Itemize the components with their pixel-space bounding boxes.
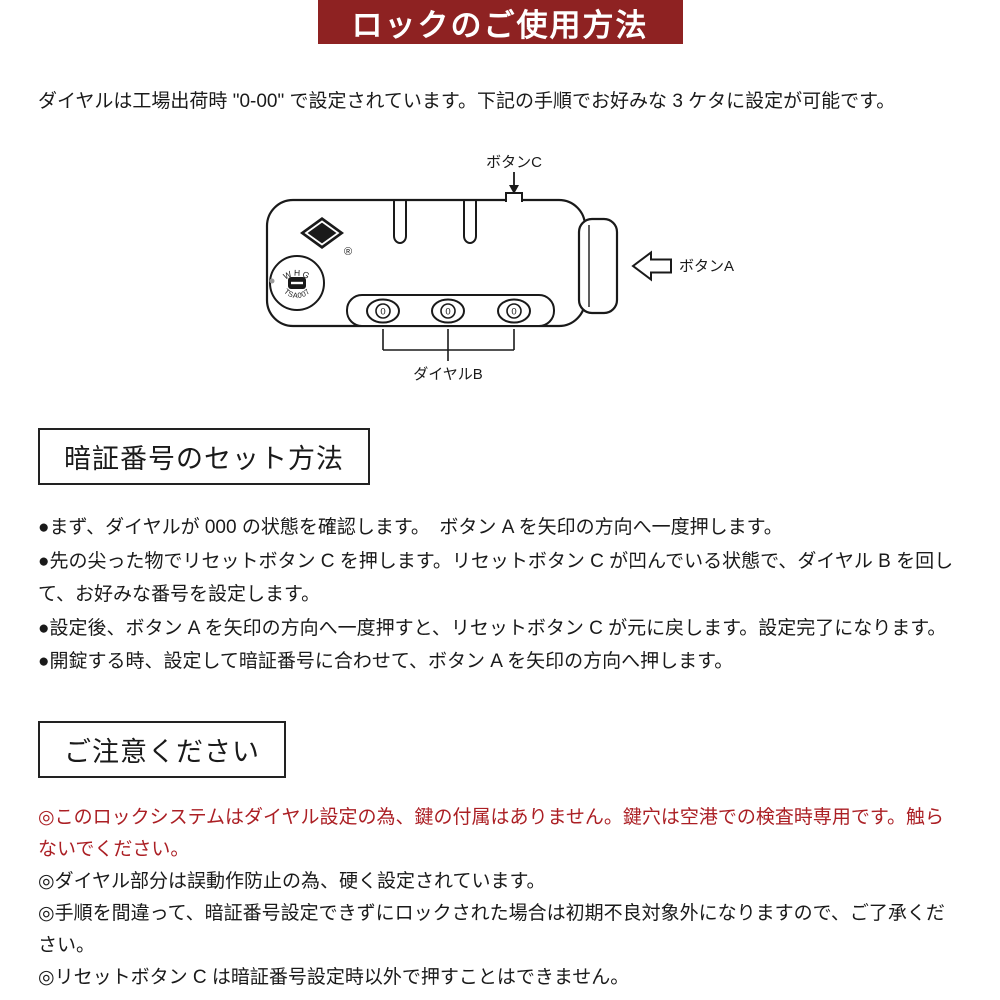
caution-note-3: ◎手順を間違って、暗証番号設定できずにロックされた場合は初期不良対象外になります…: [38, 902, 945, 956]
tsa-diamond-logo: [300, 217, 344, 249]
page-title: ロックのご使用方法: [351, 7, 649, 43]
label-dial-b: ダイヤルB: [413, 366, 483, 383]
setup-step-4: ●開錠する時、設定して暗証番号に合わせて、ボタン A を矢印の方向へ押します。: [38, 651, 734, 672]
caution-section-row: ご注意ください: [38, 720, 1000, 778]
caution-note-1: ◎このロックシステムはダイヤル設定の為、鍵の付属はありません。鍵穴は空港での検査…: [38, 806, 944, 860]
setup-step-3: ●設定後、ボタン A を矢印の方向へ一度押すと、リセットボタン C が元に戻しま…: [38, 617, 947, 639]
intro-text: ダイヤルは工場出荷時 "0-00" で設定されています。下記の手順でお好みな 3…: [38, 91, 896, 112]
caution-note-4: ◎リセットボタン C は暗証番号設定時以外で押すことはできません。: [38, 966, 630, 988]
label-button-a: ボタンA: [679, 258, 734, 275]
registered-mark: ®: [344, 246, 352, 258]
dial-wheels: 0 0 0: [366, 298, 531, 324]
label-button-c: ボタンC: [486, 154, 542, 171]
tsa-diamond-inner: [304, 220, 340, 246]
dial-digit-2: 0: [445, 307, 450, 318]
dial-digit-1: 0: [380, 307, 385, 318]
page-title-banner: ロックのご使用方法: [317, 0, 683, 44]
arrow-down-icon: [509, 185, 519, 194]
set-method-section-row: 暗証番号のセット方法: [38, 428, 1000, 485]
top-slot-right: [463, 201, 477, 244]
dial-b-bracket: [382, 329, 515, 361]
set-method-heading: 暗証番号のセット方法: [38, 428, 370, 485]
dial-digit-3: 0: [511, 307, 516, 318]
reset-button-c: [505, 192, 523, 202]
lock-illustration: ボタンC ® WHG TSA007: [265, 154, 734, 383]
keyhole-model-text: TSA007: [282, 287, 311, 300]
rivet-dot: [269, 278, 275, 284]
lock-diagram: ボタンC ® WHG TSA007: [252, 153, 1000, 388]
caution-heading-label: ご注意ください: [64, 736, 260, 767]
setup-step-2: ●先の尖った物でリセットボタン C を押します。リセットボタン C が凹んでいる…: [38, 550, 954, 606]
caution-notes: ◎このロックシステムはダイヤル設定の為、鍵の付属はありません。鍵穴は空港での検査…: [38, 802, 962, 994]
caution-heading: ご注意ください: [38, 720, 286, 778]
top-slot-left: [393, 201, 407, 244]
svg-text:TSA007: TSA007: [282, 287, 312, 300]
set-method-heading-label: 暗証番号のセット方法: [64, 444, 344, 474]
caution-note-2: ◎ダイヤル部分は誤動作防止の為、硬く設定されています。: [38, 870, 546, 892]
setup-steps: ●まず、ダイヤルが 000 の状態を確認します。 ボタン A を矢印の方向へ一度…: [38, 511, 962, 679]
arrow-left-icon: [631, 250, 672, 282]
button-a-endcap: [577, 217, 619, 315]
setup-step-1: ●まず、ダイヤルが 000 の状態を確認します。 ボタン A を矢印の方向へ一度…: [38, 517, 783, 538]
